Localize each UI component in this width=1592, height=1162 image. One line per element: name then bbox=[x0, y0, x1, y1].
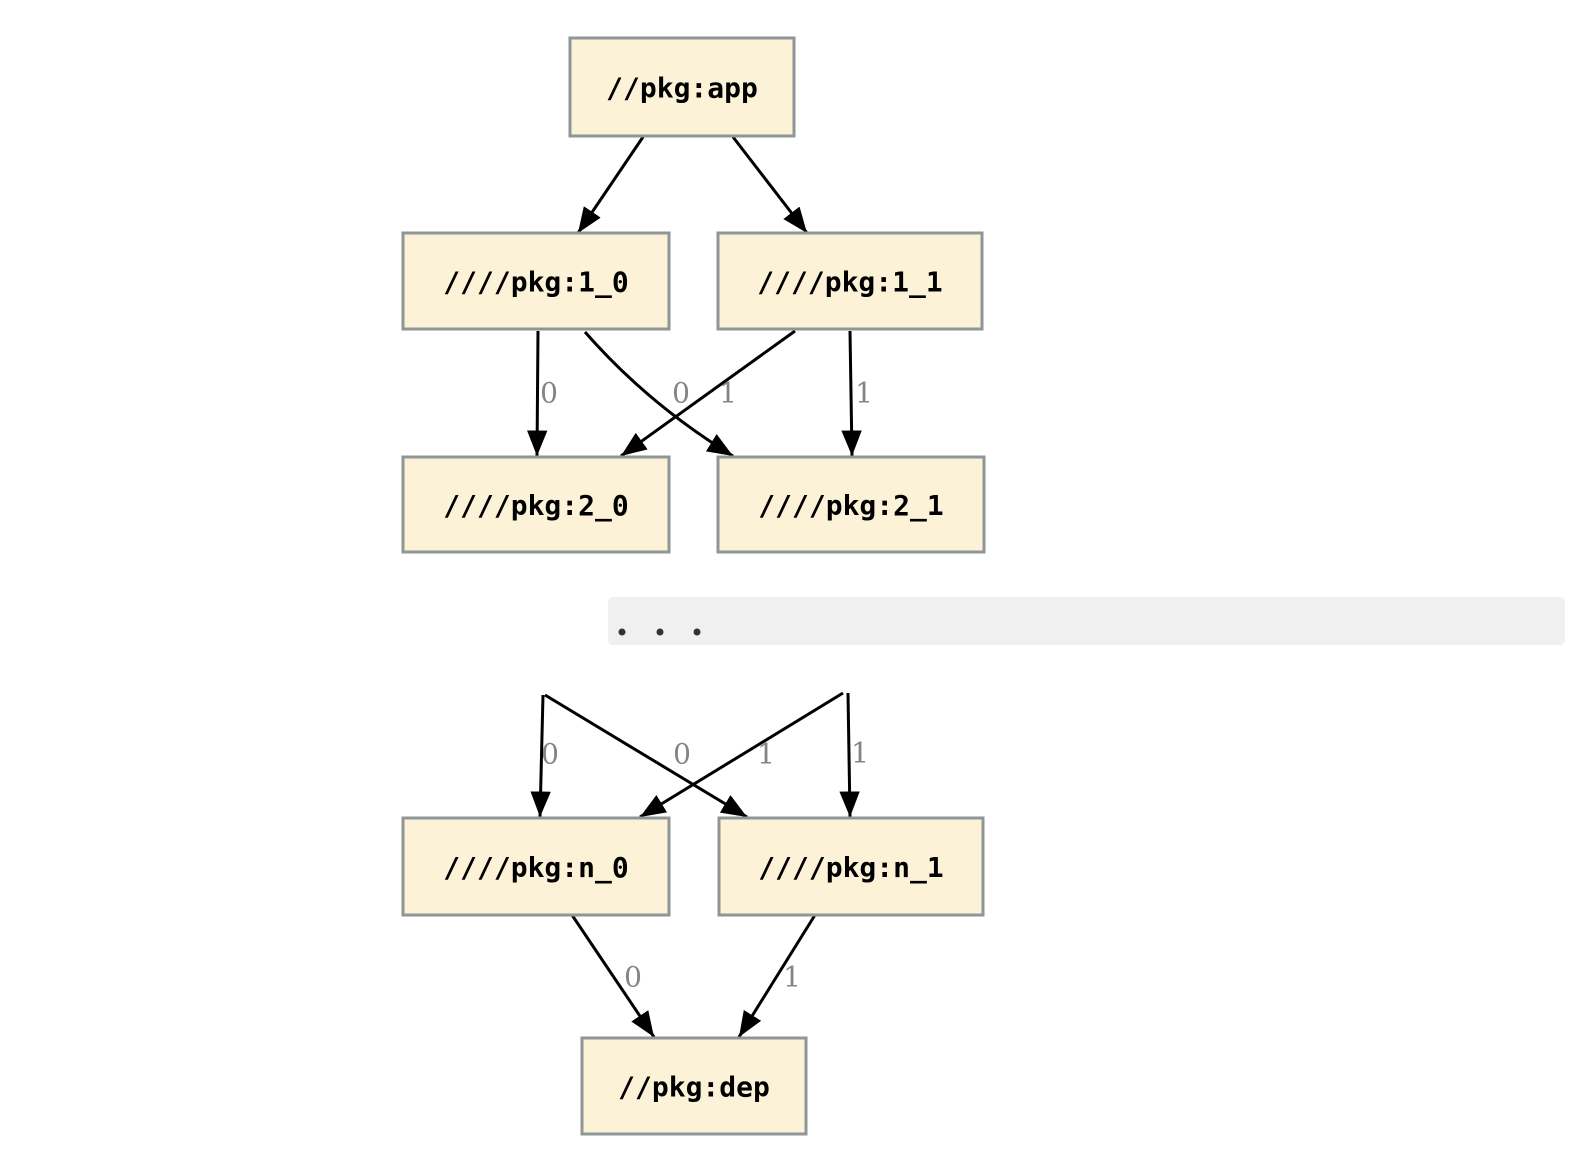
graph-node-p2_1: ////pkg:2_1 bbox=[716, 455, 986, 554]
node-box bbox=[568, 36, 796, 138]
graph-edge-ellipsis-to-pn_0 bbox=[639, 691, 844, 819]
edge-index-label: 1 bbox=[855, 377, 873, 410]
edge-index-label: 0 bbox=[540, 377, 558, 410]
edge-index-label: 1 bbox=[719, 377, 737, 410]
graph-edge-ellipsis-to-pn_1 bbox=[544, 693, 748, 819]
ellipsis-dot-icon bbox=[693, 628, 701, 636]
node-box bbox=[717, 816, 985, 917]
node-label: //pkg:dep bbox=[618, 1071, 770, 1104]
node-box bbox=[716, 231, 984, 331]
edge-index-label: 0 bbox=[624, 961, 642, 994]
edge-index-label: 1 bbox=[757, 738, 775, 771]
node-label: ////pkg:1_1 bbox=[757, 266, 942, 299]
node-box bbox=[716, 455, 986, 554]
node-label: ////pkg:2_0 bbox=[443, 489, 628, 522]
ellipsis-band bbox=[608, 597, 1565, 645]
graph-node-dep: //pkg:dep bbox=[580, 1036, 808, 1136]
edge-index-label: 0 bbox=[673, 738, 691, 771]
edge-index-label: 0 bbox=[672, 377, 690, 410]
graph-edge-pn_0-to-dep bbox=[570, 914, 656, 1038]
edge-index-label: 0 bbox=[541, 738, 559, 771]
node-label: ////pkg:2_1 bbox=[758, 489, 943, 522]
node-box bbox=[401, 816, 671, 917]
node-label: ////pkg:n_0 bbox=[443, 851, 628, 884]
node-box bbox=[401, 231, 671, 331]
graph-edge-pn_1-to-dep bbox=[737, 914, 817, 1038]
graph-node-pn_0: ////pkg:n_0 bbox=[401, 816, 671, 917]
node-box bbox=[580, 1036, 808, 1136]
graph-edge-ellipsis-to-pn_1 bbox=[839, 692, 860, 818]
graph-node-pn_1: ////pkg:n_1 bbox=[717, 816, 985, 917]
graph-node-p2_0: ////pkg:2_0 bbox=[401, 455, 671, 554]
node-label: //pkg:app bbox=[606, 72, 758, 105]
node-box bbox=[401, 455, 671, 554]
node-label: ////pkg:1_0 bbox=[443, 266, 628, 299]
graph-edge-ellipsis-to-pn_0 bbox=[530, 694, 551, 818]
graph-edge-p1_1-to-p2_1 bbox=[841, 330, 862, 457]
graph-edge-app-to-p1_0 bbox=[576, 136, 645, 234]
graph-node-app: //pkg:app bbox=[568, 36, 796, 138]
node-label: ////pkg:n_1 bbox=[758, 851, 943, 884]
edge-index-label: 1 bbox=[851, 737, 869, 770]
ellipsis-dot-icon bbox=[618, 628, 626, 636]
graph-edge-app-to-p1_1 bbox=[731, 136, 809, 234]
edge-index-label: 1 bbox=[783, 961, 801, 994]
graph-edge-p1_1-to-p2_0 bbox=[620, 329, 796, 458]
graph-node-p1_1: ////pkg:1_1 bbox=[716, 231, 984, 331]
ellipsis-dot-icon bbox=[656, 628, 664, 636]
graph-edge-p1_0-to-p2_0 bbox=[527, 330, 548, 457]
graph-node-p1_0: ////pkg:1_0 bbox=[401, 231, 671, 331]
graph-edge-p1_0-to-p2_1 bbox=[583, 331, 734, 458]
